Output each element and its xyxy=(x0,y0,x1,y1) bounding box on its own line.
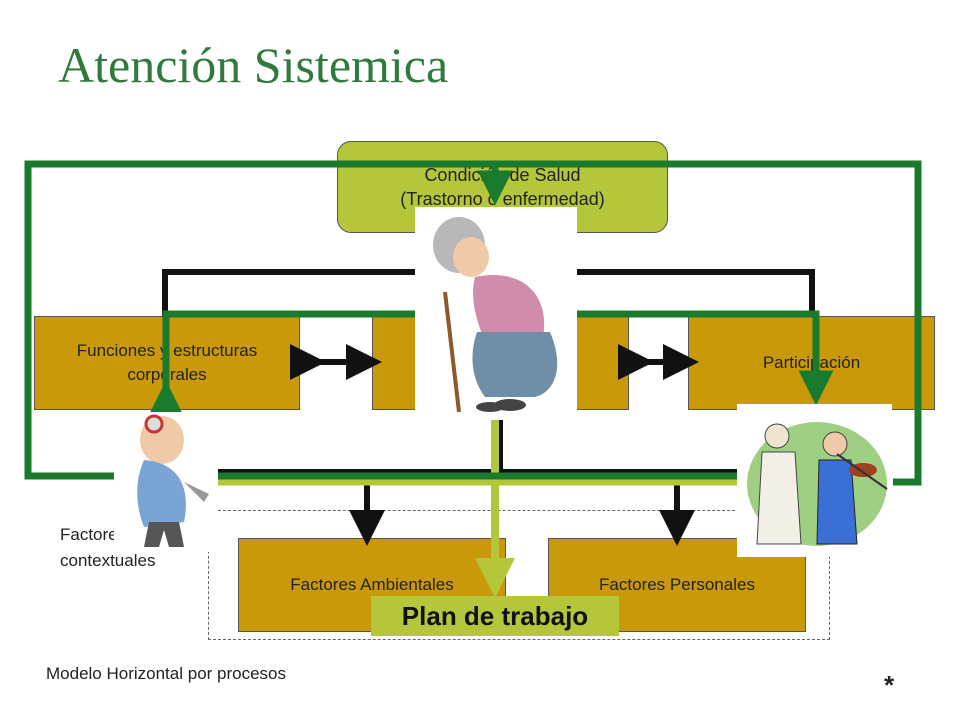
participation-label: Participación xyxy=(762,353,861,372)
environmental-factors-label: Factores Ambientales xyxy=(290,575,454,594)
contextual-factors-frame xyxy=(208,510,830,640)
doctor-image xyxy=(114,412,218,552)
personal-factors-label: Factores Personales xyxy=(599,575,755,594)
elderly-woman-image xyxy=(415,207,577,420)
contextual-factors-label: Factores contextuales xyxy=(60,522,155,574)
musicians-image xyxy=(737,404,892,557)
page-title: Atención Sistemica xyxy=(58,37,449,93)
model-caption: Modelo Horizontal por procesos xyxy=(46,664,287,683)
contextual-factors-line2: contextuales xyxy=(60,551,156,570)
contextual-factors-line1: Factores xyxy=(60,525,127,544)
work-plan-label: Plan de trabajo xyxy=(371,596,619,636)
footnote-mark: * xyxy=(884,670,895,700)
